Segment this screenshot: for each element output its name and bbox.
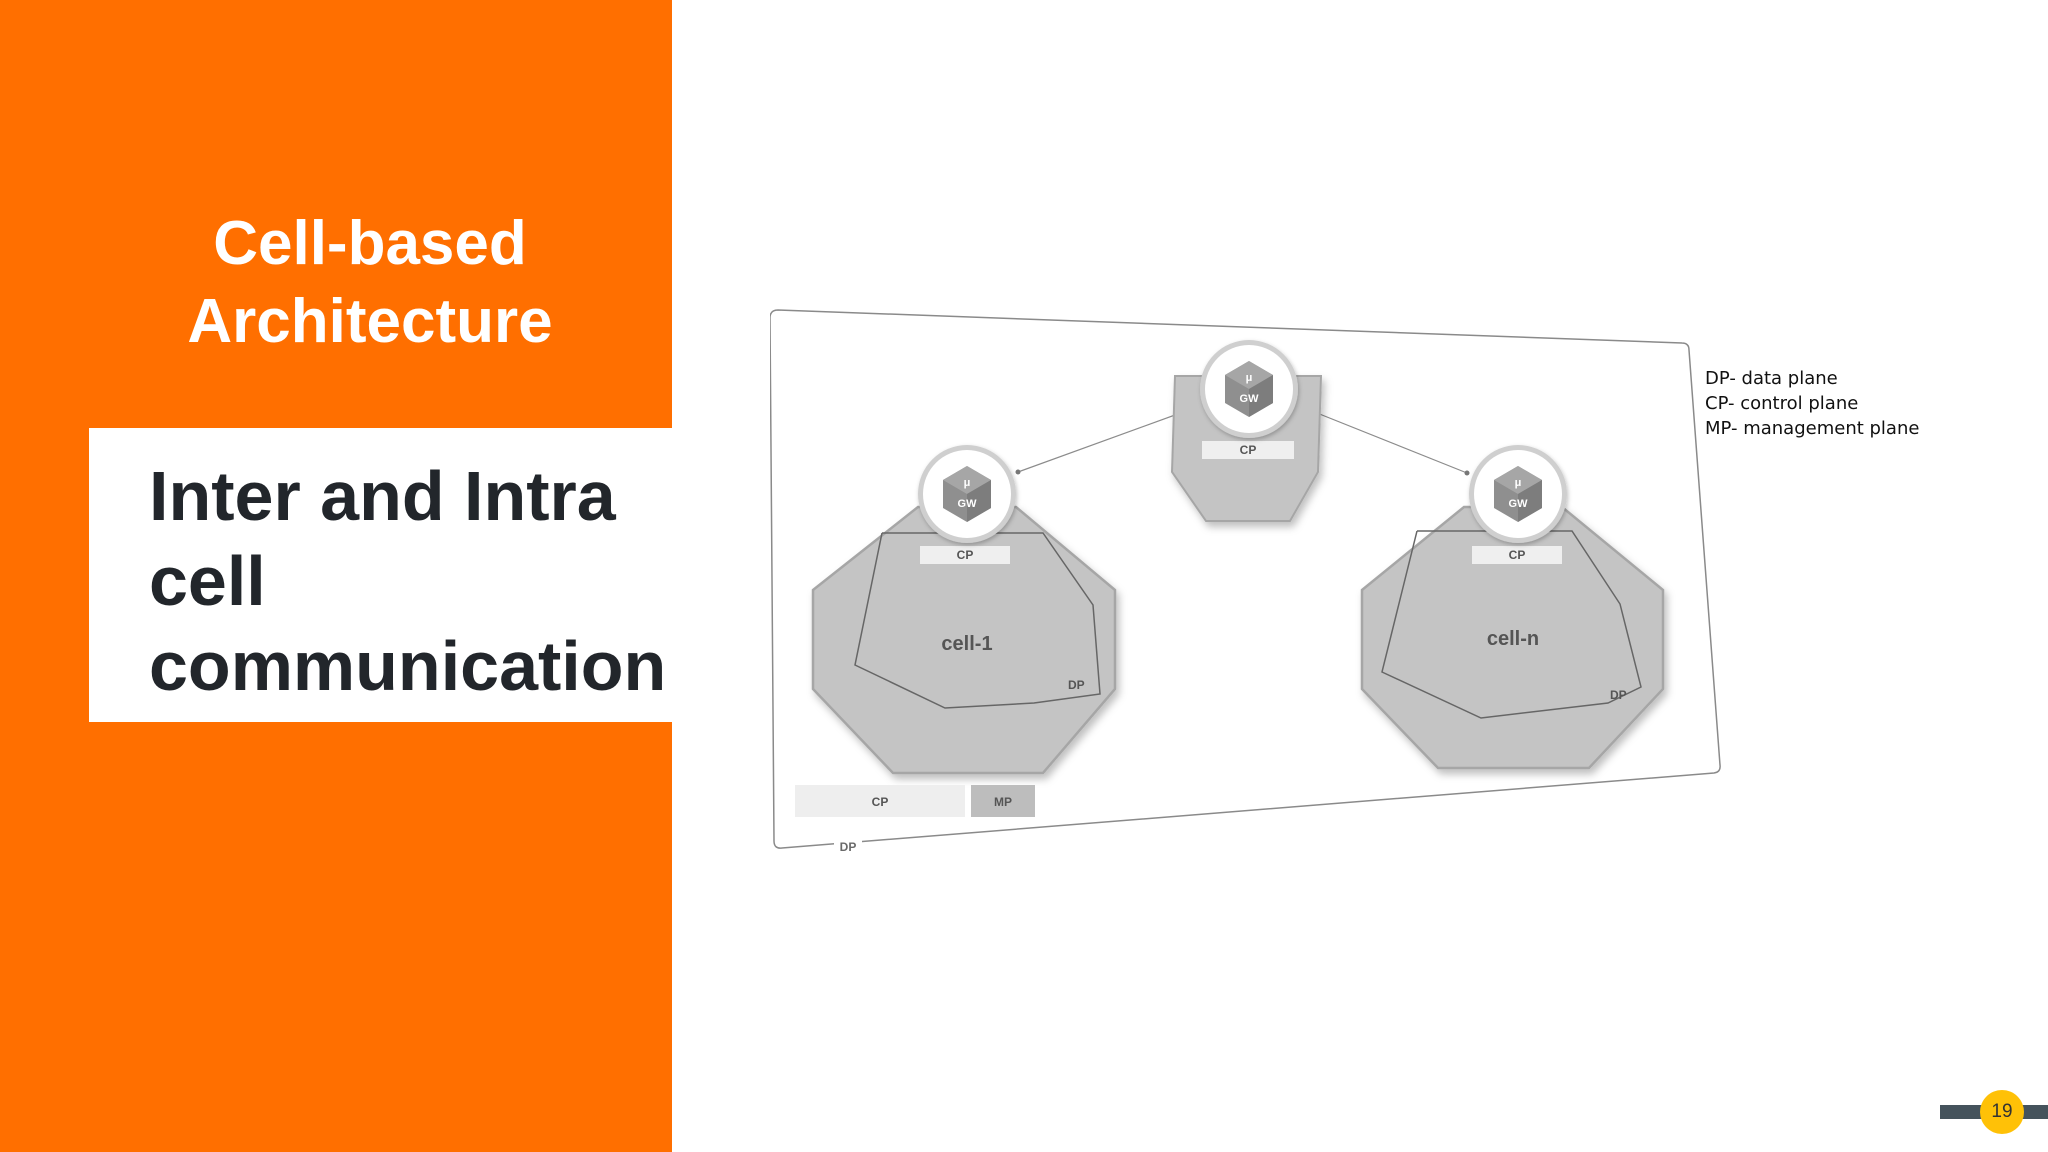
gateway-cube-icon xyxy=(1494,466,1542,522)
outer-dp-boundary xyxy=(770,309,1721,849)
top-cell-cp-label: CP xyxy=(1240,443,1257,457)
global-mp-bar xyxy=(971,785,1035,817)
gateway-gw-label: GW xyxy=(958,498,978,510)
top-cell: CP μ GW xyxy=(1170,340,1323,522)
cell-n-dp-label: DP xyxy=(1610,688,1627,702)
cell-n-gateway: μ GW xyxy=(1469,445,1567,543)
gateway-mu-label: μ xyxy=(964,477,971,489)
gateway-gw-label: GW xyxy=(1509,498,1529,510)
cell-1-dp-label: DP xyxy=(1068,678,1085,692)
top-gateway: μ GW xyxy=(1200,340,1298,438)
top-cell-cp-bar xyxy=(1202,441,1294,459)
legend-item-dp: DP- data plane xyxy=(1705,368,1838,389)
cell-1-cp-bar xyxy=(920,546,1010,564)
section-title: Cell-based Architecture xyxy=(187,209,553,356)
legend-item-cp: CP- control plane xyxy=(1705,393,1859,414)
cell-1-cp-label: CP xyxy=(957,548,974,562)
cell-n: CP cell-n DP μ GW xyxy=(1360,445,1665,770)
cell-1: CP cell-1 DP μ GW xyxy=(811,445,1117,775)
diagram-legend: DP- data plane CP- control plane MP- man… xyxy=(1705,366,1919,441)
connector-cell1-top xyxy=(1017,406,1198,473)
page-number: 19 xyxy=(1980,1090,2024,1134)
cell-1-gateway: μ GW xyxy=(918,445,1016,543)
legend-item-mp: MP- management plane xyxy=(1705,418,1920,439)
gateway-cube-icon xyxy=(1225,361,1273,417)
cell-n-label: cell-n xyxy=(1487,628,1539,650)
global-mp-label: MP xyxy=(994,795,1012,809)
connector-top-celln xyxy=(1301,406,1468,474)
outer-dp-label: DP xyxy=(840,840,857,854)
subtitle-card: Inter and Intra cell communication xyxy=(89,428,672,722)
cell-n-cp-label: CP xyxy=(1509,548,1526,562)
cell-1-label: cell-1 xyxy=(941,633,992,655)
cell-n-inner-boundary xyxy=(1381,530,1642,719)
global-cp-bar xyxy=(795,785,965,817)
gateway-cube-icon xyxy=(943,466,991,522)
slide-subtitle: Inter and Intra cell communication xyxy=(149,457,667,705)
cell-architecture-diagram: DP CP μ GW CP cell-1 DP xyxy=(770,309,1721,854)
cell-n-cp-bar xyxy=(1472,546,1562,564)
global-cp-label: CP xyxy=(872,795,889,809)
cell-1-inner-boundary xyxy=(854,532,1101,709)
gateway-mu-label: μ xyxy=(1246,372,1253,384)
gateway-mu-label: μ xyxy=(1515,477,1522,489)
page-indicator: 19 xyxy=(1940,1088,2048,1136)
gateway-gw-label: GW xyxy=(1240,393,1260,405)
